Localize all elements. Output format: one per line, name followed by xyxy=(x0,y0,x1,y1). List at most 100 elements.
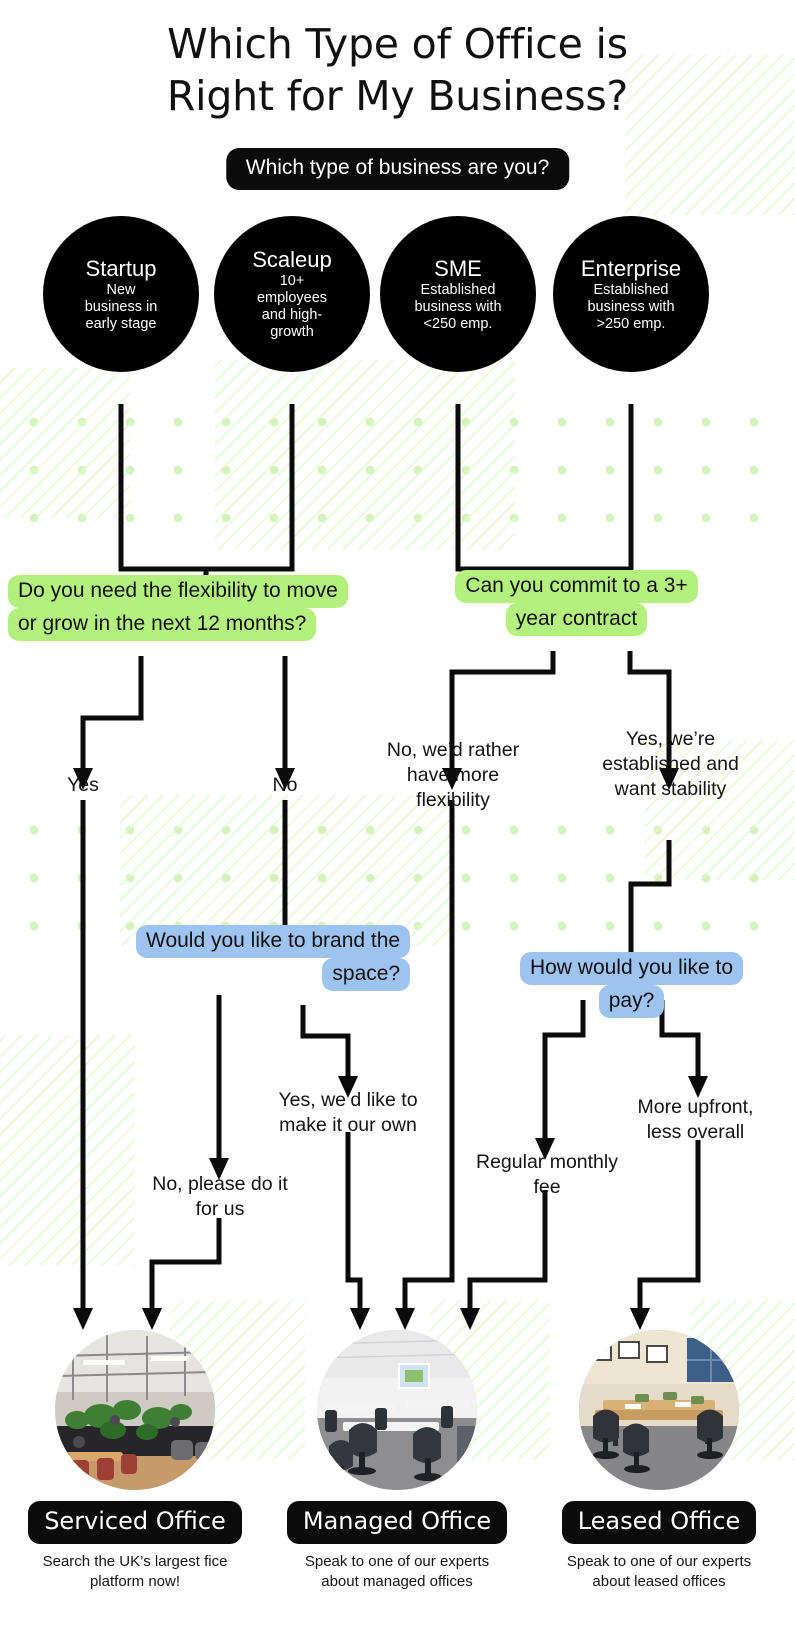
wire-branding-to-yes xyxy=(300,1005,351,1078)
hatch-decoration-upper-left xyxy=(0,368,130,518)
dot-pattern-band-top xyxy=(0,392,795,522)
page-title: Which Type of Office is Right for My Bus… xyxy=(0,18,795,122)
result-card-serviced-office[interactable]: Serviced Office Search the UK’s largest … xyxy=(10,1330,260,1592)
answer-line: make it our own xyxy=(279,1114,417,1136)
managed-office-illustration xyxy=(317,1330,477,1490)
result-card-managed-office[interactable]: Managed Office Speak to one of our exper… xyxy=(272,1330,522,1592)
persona-name: Startup xyxy=(85,255,157,281)
question-branding[interactable]: Would you like to brand the space? xyxy=(136,925,411,991)
persona-desc-line: >250 emp. xyxy=(596,315,666,332)
answer-line: Regular monthly xyxy=(476,1151,618,1173)
wire-sme-enterprise-merge xyxy=(455,404,634,572)
answer-line: Yes, we’d like to xyxy=(278,1089,418,1111)
persona-circle-enterprise[interactable]: Enterprise Established business with >25… xyxy=(553,216,709,372)
arrowhead-managed-a xyxy=(350,1308,370,1330)
answer-line: flexibility xyxy=(416,789,490,811)
question-line: Do you need the flexibility to move xyxy=(8,575,348,608)
question-line: or grow in the next 12 months? xyxy=(8,608,317,641)
result-name: Serviced Office xyxy=(28,1501,242,1544)
question-flexibility[interactable]: Do you need the flexibility to move or g… xyxy=(8,575,348,641)
wire-flexibility-to-managed xyxy=(402,800,455,1310)
root-question-pill: Which type of business are you? xyxy=(225,148,570,190)
persona-desc-line: 10+ xyxy=(279,273,305,289)
persona-desc-line: business with xyxy=(587,298,675,315)
result-blurb: Speak to one of our experts about leased… xyxy=(534,1552,784,1592)
result-card-leased-office[interactable]: Leased Office Speak to one of our expert… xyxy=(534,1330,784,1592)
answer-contract-no: No, we’d rather have more flexibility xyxy=(368,738,538,813)
persona-desc-line: business in xyxy=(84,298,158,315)
answer-flexibility-no: No xyxy=(272,774,298,796)
result-blurb-line: Search the UK’s largest fice xyxy=(42,1553,228,1570)
persona-desc-line: Established xyxy=(420,281,496,298)
question-line: How would you like to xyxy=(519,952,744,985)
persona-circle-scaleup[interactable]: Scaleup 10+ employees and high- growth xyxy=(214,216,370,372)
persona-desc-line: New xyxy=(106,281,136,298)
result-name: Managed Office xyxy=(286,1501,508,1544)
arrowhead-managed-b xyxy=(395,1308,415,1330)
answer-line: for us xyxy=(195,1198,245,1220)
persona-desc-line: Established xyxy=(593,281,669,298)
question-line: space? xyxy=(322,958,411,991)
answer-line: No, we’d rather xyxy=(386,739,520,761)
question-contract[interactable]: Can you commit to a 3+ year contract xyxy=(434,570,719,636)
wire-brandno-to-serviced xyxy=(149,1218,222,1310)
result-blurb-line: about leased offices xyxy=(592,1573,726,1590)
serviced-office-illustration xyxy=(55,1330,215,1490)
question-line: Can you commit to a 3+ xyxy=(455,570,698,603)
persona-desc-line: business with xyxy=(414,298,502,315)
answer-line: No, please do it xyxy=(152,1173,288,1195)
answer-contract-yes: Yes, we’re established and want stabilit… xyxy=(583,727,758,802)
result-blurb-line: platform now! xyxy=(89,1573,181,1590)
hatch-decoration-upper-mid xyxy=(215,360,515,550)
answer-branding-yes: Yes, we’d like to make it our own xyxy=(258,1088,438,1138)
persona-circle-startup[interactable]: Startup New business in early stage xyxy=(43,216,199,372)
leased-office-illustration xyxy=(579,1330,739,1490)
persona-name: Scaleup xyxy=(252,247,332,272)
result-blurb-line: about managed offices xyxy=(321,1573,473,1590)
arrowhead-serviced-a xyxy=(73,1308,93,1330)
result-blurb: Speak to one of our experts about manage… xyxy=(272,1552,522,1592)
persona-desc-line: early stage xyxy=(85,315,157,332)
result-blurb-line: Speak to one of our experts xyxy=(304,1553,490,1570)
hatch-decoration-mid-left xyxy=(120,795,450,945)
wire-brandyes-to-managed xyxy=(345,1132,363,1310)
persona-name: Enterprise xyxy=(580,255,682,281)
wire-flex-to-yes xyxy=(80,656,144,770)
leased-office-photo xyxy=(579,1330,739,1490)
question-line: Would you like to brand the xyxy=(136,925,411,958)
question-line: year contract xyxy=(505,603,648,636)
answer-line: fee xyxy=(533,1176,561,1198)
result-blurb: Search the UK’s largest fice platform no… xyxy=(10,1552,260,1592)
answer-line: established and xyxy=(602,753,739,775)
persona-name: SME xyxy=(434,255,482,281)
persona-desc-line: <250 emp. xyxy=(423,315,493,332)
answer-line: Yes, we’re xyxy=(625,728,716,750)
result-name: Leased Office xyxy=(561,1501,757,1544)
arrowhead-leased-a xyxy=(630,1308,650,1330)
wire-payment-to-monthly xyxy=(542,1000,586,1140)
wire-upfront-to-leased xyxy=(637,1140,701,1310)
answer-payment-monthly: Regular monthly fee xyxy=(457,1150,637,1200)
answer-payment-upfront: More upfront, less overall xyxy=(603,1095,788,1145)
answer-branding-no: No, please do it for us xyxy=(130,1172,310,1222)
managed-office-photo xyxy=(317,1330,477,1490)
hatch-decoration-lower-left xyxy=(0,1035,135,1265)
persona-desc-line: and high- xyxy=(261,307,323,323)
serviced-office-photo xyxy=(55,1330,215,1490)
page-title-line-1: Which Type of Office is xyxy=(167,20,628,68)
wire-startup-scaleup-merge xyxy=(118,404,295,572)
persona-desc-line: growth xyxy=(270,324,314,340)
result-blurb-line: Speak to one of our experts xyxy=(566,1553,752,1570)
persona-circle-sme[interactable]: SME Established business with <250 emp. xyxy=(380,216,536,372)
arrowhead-serviced-b xyxy=(142,1308,162,1330)
page-title-line-2: Right for My Business? xyxy=(166,72,629,120)
answer-line: More upfront, xyxy=(637,1096,754,1118)
persona-desc-line: employees xyxy=(256,290,328,306)
question-payment[interactable]: How would you like to pay? xyxy=(488,952,775,1018)
wire-established-to-payment xyxy=(628,840,672,955)
answer-line: have more xyxy=(406,764,500,786)
answer-flexibility-yes: Yes xyxy=(67,774,99,796)
question-line: pay? xyxy=(598,985,665,1018)
arrowhead-managed-c xyxy=(460,1308,480,1330)
